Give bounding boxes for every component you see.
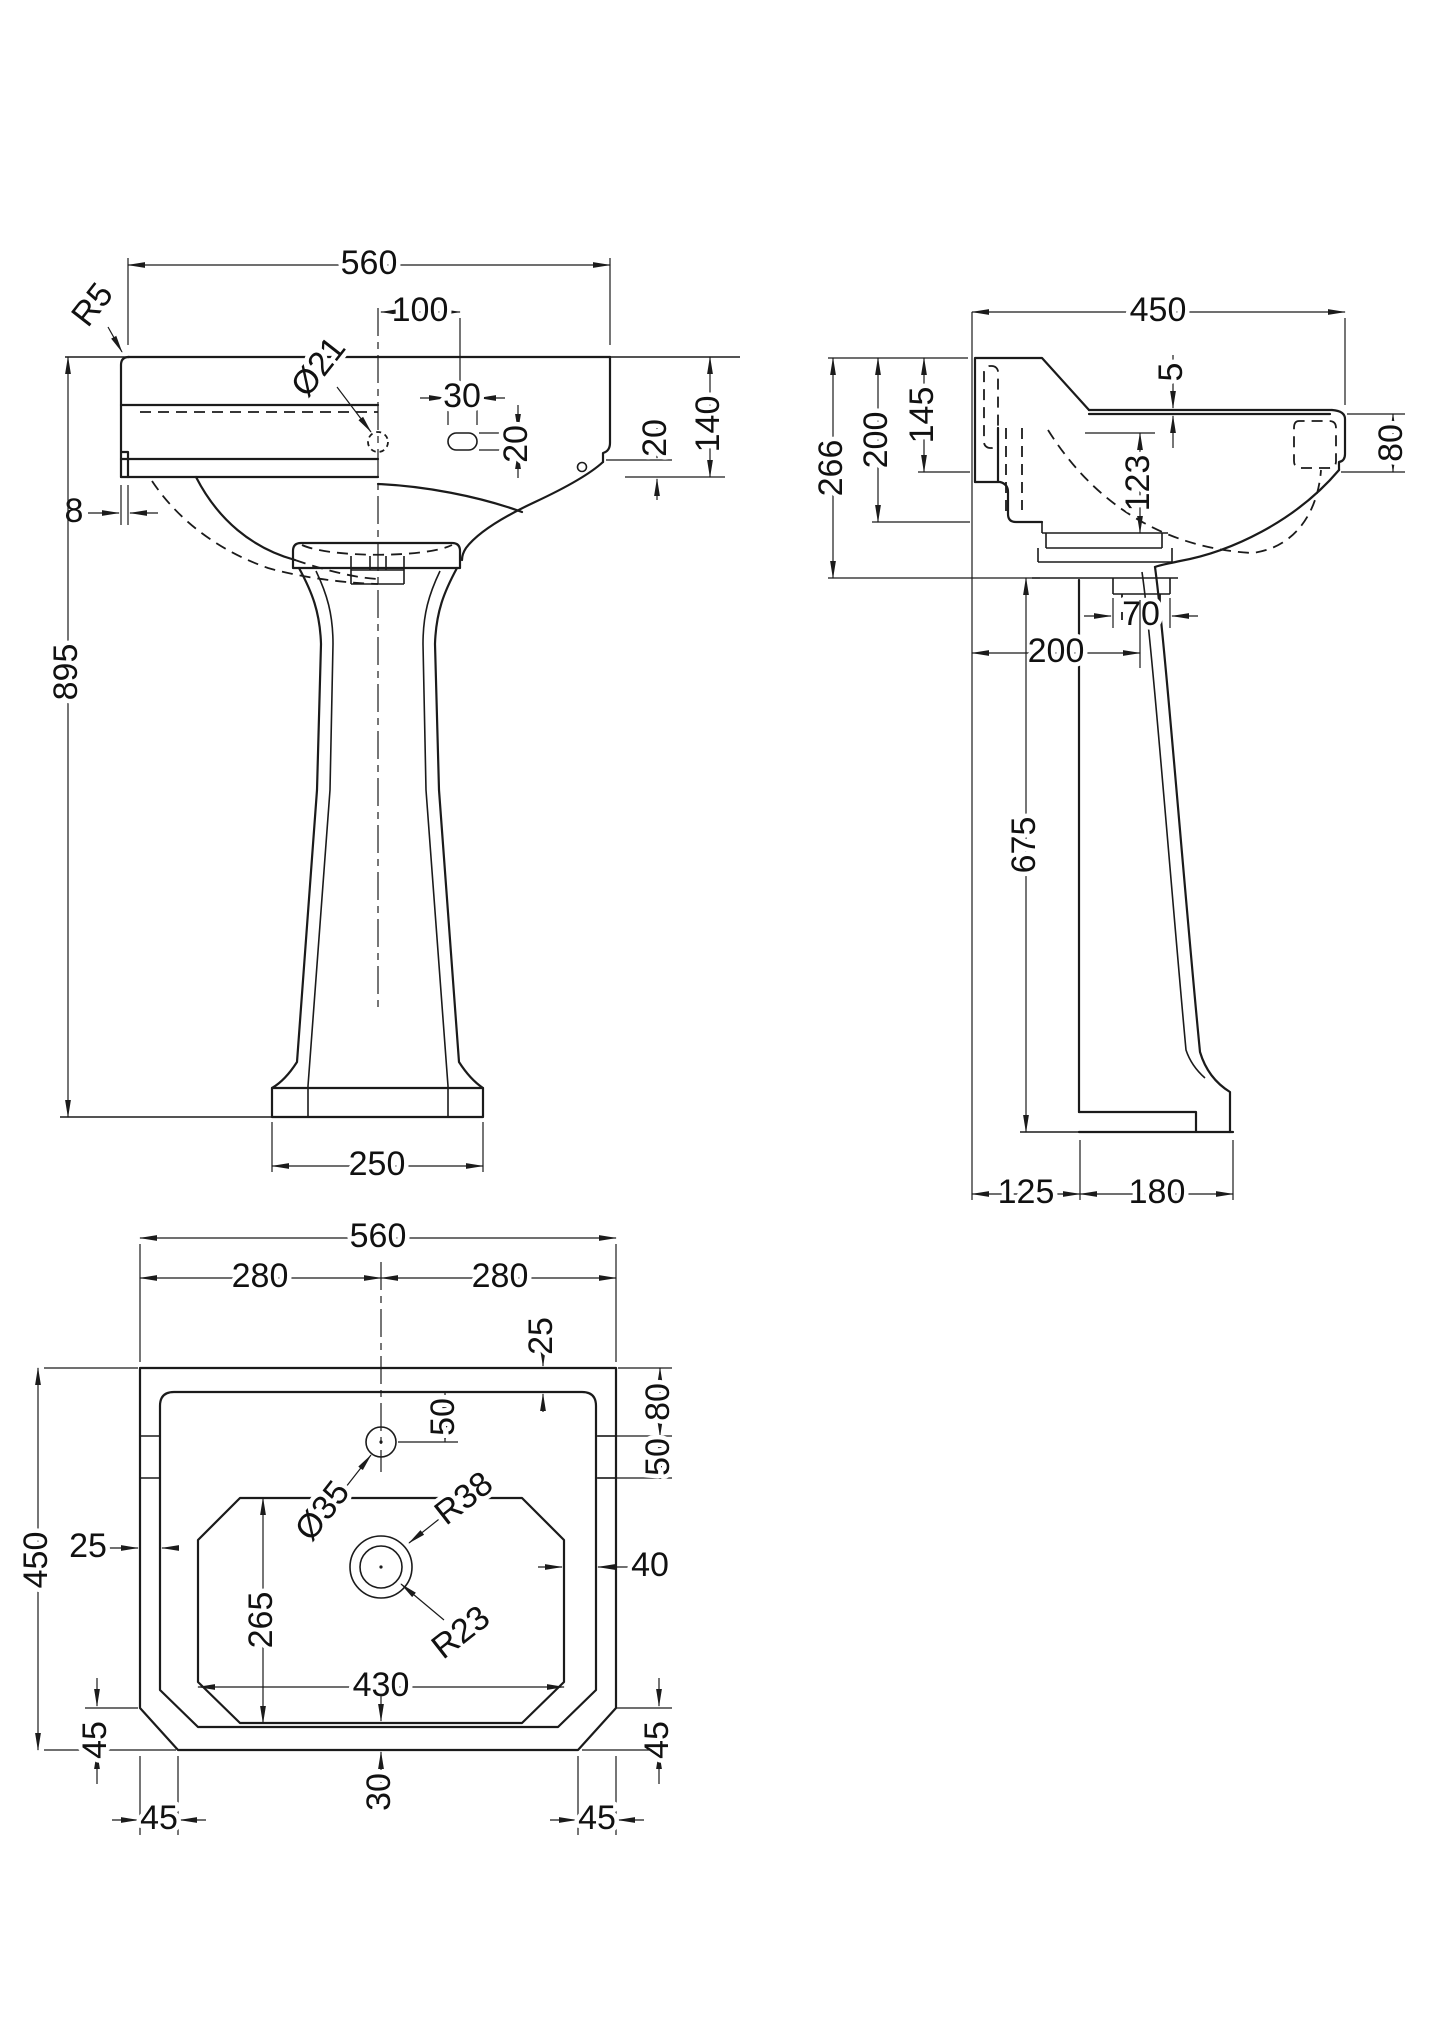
front-bowl-left-curve	[194, 475, 297, 562]
plan-outer-outline	[138, 1366, 618, 1752]
plan-waste-inner	[359, 1545, 403, 1589]
dim-plan-half-left: 280	[232, 1257, 289, 1295]
front-bowl-bulge-line	[376, 482, 524, 514]
front-bowl-right-curve	[460, 460, 605, 562]
side-bracket-hidden	[983, 365, 999, 449]
plan-dim-ext-450	[44, 1367, 176, 1751]
dim-front-overflow-dia: Ø21	[284, 330, 354, 404]
plan-dim-ext-top	[139, 1244, 617, 1362]
side-back-underside	[973, 426, 1044, 524]
dim-side-overall-depth: 450	[1130, 291, 1187, 329]
dim-plan-right-rim: 40	[631, 1546, 669, 1584]
dim-side-wall-to-pedestal: 125	[998, 1173, 1055, 1211]
dim-plan-chamfer-left-h: 45	[140, 1799, 178, 1837]
front-leader-o21	[336, 386, 372, 433]
side-bowl-hidden-surface	[1047, 429, 1322, 554]
side-bowl-underside	[1153, 468, 1341, 569]
plan-waste-center	[379, 1565, 383, 1569]
dim-side-wall-to-waste: 200	[1028, 632, 1085, 670]
dim-front-back-lip: 8	[65, 492, 84, 530]
plan-leader-o35	[341, 1454, 372, 1493]
side-dim-ext-70	[1112, 598, 1171, 628]
dim-plan-chamfer-left-v: 45	[76, 1721, 114, 1759]
side-waste-stub	[1112, 578, 1171, 595]
dim-plan-back-rim: 25	[522, 1317, 560, 1355]
side-dim-ext-left	[828, 357, 1040, 579]
side-rim-pocket-hidden	[1293, 420, 1337, 469]
side-dim-ext-base	[1079, 1140, 1234, 1200]
front-overflow-hole	[367, 431, 389, 453]
plan-inner-rim	[158, 1390, 598, 1729]
front-leader-r5	[107, 326, 123, 353]
dim-plan-bowl-width: 430	[353, 1666, 410, 1704]
plan-side-ledge-lines	[140, 1435, 616, 1479]
plan-dim-ext-chamfer-h	[139, 1749, 652, 1835]
dim-front-overall-height: 895	[47, 644, 85, 701]
dim-front-base-width: 250	[349, 1145, 406, 1183]
side-pedestal-base	[1077, 1110, 1235, 1134]
front-bowl-hidden-bottom	[294, 559, 379, 580]
dim-front-overall-width: 560	[341, 244, 398, 282]
front-dim-ext-30	[447, 392, 478, 425]
dim-plan-side-ledge-front: 50	[639, 1438, 677, 1476]
dim-front-corner-radius: R5	[64, 276, 121, 334]
dim-plan-chamfer-right-h: 45	[578, 1799, 616, 1837]
front-basin-left-edge	[119, 355, 131, 479]
dim-front-taphole-offset: 100	[392, 291, 449, 329]
dim-side-back-height: 200	[857, 412, 895, 469]
front-collar-hidden-arc	[301, 544, 453, 556]
dim-plan-taphole-to-rim: 50	[424, 1398, 462, 1436]
front-basin-right-edge	[601, 355, 612, 464]
side-rim-top	[1087, 408, 1334, 416]
dim-side-waste-width: 70	[1122, 595, 1160, 633]
dim-plan-waste-channel: 30	[360, 1773, 398, 1811]
side-rim-front-edge	[1330, 408, 1347, 472]
dim-side-front-rim: 80	[1372, 424, 1410, 462]
dim-plan-overall-depth: 450	[17, 1532, 55, 1589]
dim-front-front-step: 20	[636, 419, 674, 457]
front-section-shelf-lines	[119, 403, 380, 479]
side-pedestal-outline	[1077, 565, 1232, 1134]
dim-plan-left-rim: 25	[69, 1527, 107, 1565]
plan-leader-r23	[400, 1583, 445, 1621]
dim-plan-overall-width: 560	[350, 1217, 407, 1255]
front-dim-ext-8	[120, 485, 129, 525]
front-dim-ext-right	[606, 459, 725, 478]
side-overflow-channel-hidden	[1005, 428, 1023, 518]
side-waste-steps	[1032, 522, 1178, 579]
dim-plan-waste-outer-r: R38	[427, 1464, 500, 1532]
side-pedestal-inner-line	[1141, 571, 1206, 1079]
dim-plan-half-right: 280	[472, 1257, 529, 1295]
front-elevation-view: 560 100 Ø21 30 20 140 20 8 R5 895 250	[42, 239, 740, 1187]
dim-front-slot-width: 30	[443, 377, 481, 415]
front-dim-ext	[127, 258, 611, 345]
dim-plan-taphole-dia: Ø35	[288, 1474, 358, 1548]
dim-side-bowl-depth: 123	[1119, 455, 1157, 512]
front-fixing-slot	[447, 432, 478, 451]
dim-front-rim-height: 140	[689, 396, 727, 453]
front-bowl-hidden-inner	[151, 480, 379, 585]
dim-plan-waste-inner-r: R23	[424, 1598, 497, 1666]
plan-leader-r38	[408, 1511, 449, 1544]
dim-front-slot-height: 20	[497, 425, 535, 463]
front-pedestal-inner-lines	[307, 570, 449, 1117]
dim-side-rim-lip: 5	[1152, 363, 1190, 382]
dim-plan-bowl-depth: 265	[242, 1592, 280, 1649]
front-dim-ext-slot20	[479, 432, 530, 451]
plan-view: 560 280 280 25 50 80 50 Ø35 R38 R23 25 4…	[12, 1212, 681, 1841]
dim-side-total-depth: 266	[812, 440, 850, 497]
dim-side-back-ledge: 145	[903, 387, 941, 444]
dim-side-base-depth: 180	[1129, 1173, 1186, 1211]
dim-plan-side-ledge-back: 80	[639, 1383, 677, 1421]
front-chain-hole	[576, 461, 588, 473]
front-pedestal-collar	[291, 541, 462, 570]
side-basin-back	[973, 356, 1091, 484]
plan-bowl-outline	[196, 1496, 566, 1725]
dim-plan-chamfer-right-v: 45	[638, 1721, 676, 1759]
plan-waste-outer	[349, 1535, 413, 1599]
side-section-view: 450 5 145 200 266 123 80 70 200 675 125 …	[807, 286, 1414, 1215]
front-pedestal-outline	[270, 566, 485, 1119]
dim-side-pedestal-height: 675	[1005, 817, 1043, 874]
